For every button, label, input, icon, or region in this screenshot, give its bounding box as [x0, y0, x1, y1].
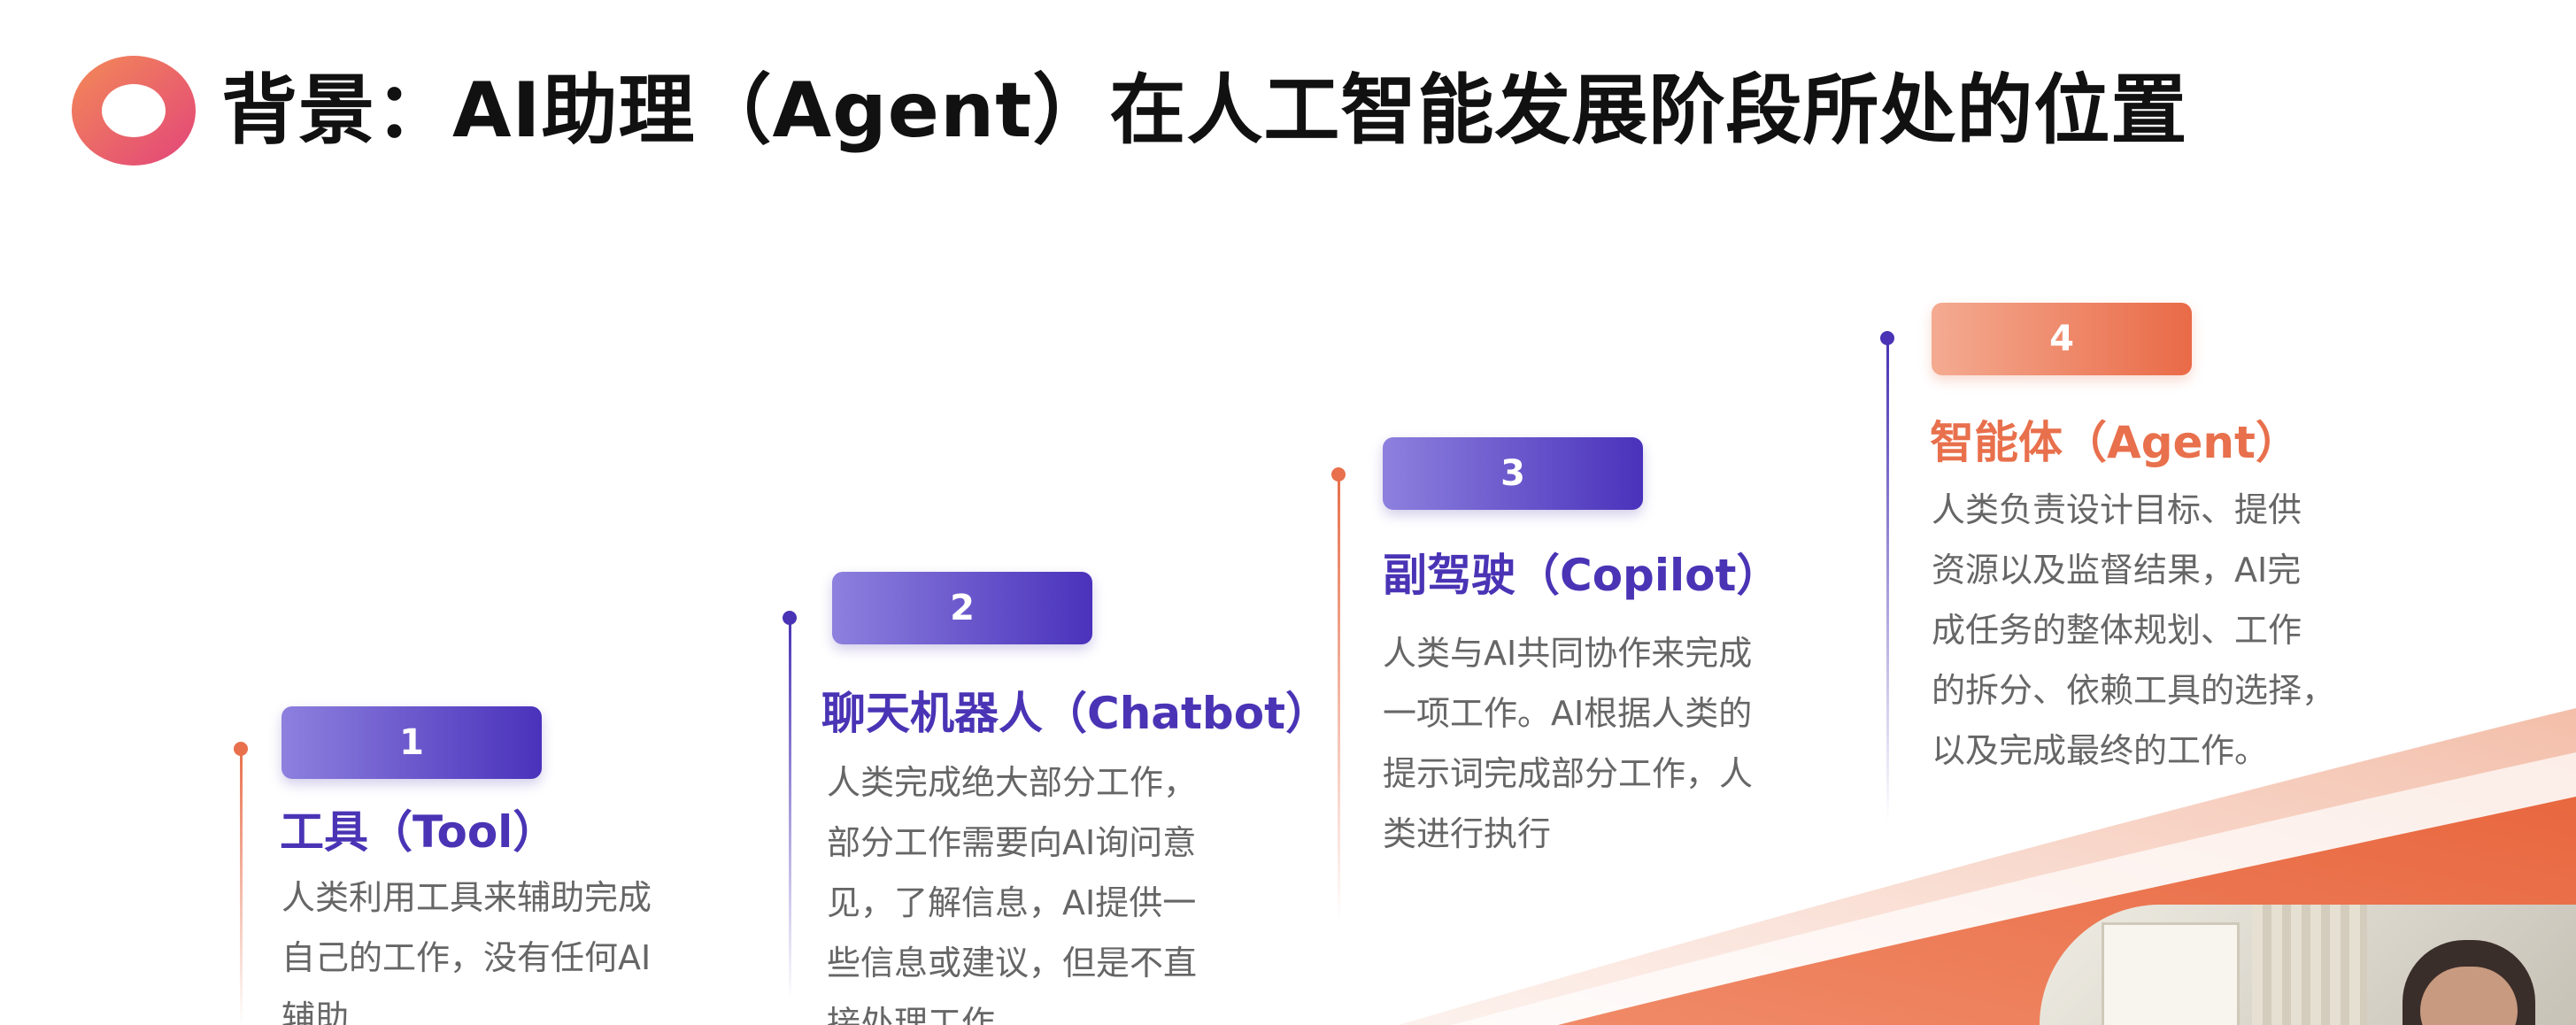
timeline-line-3 — [1338, 480, 1340, 922]
stage-1-description-line: 自己的工作，没有任何AI — [282, 938, 652, 977]
presenter-face — [2420, 967, 2518, 1025]
webcam-background-curtain — [2252, 905, 2367, 1025]
stage-1-number-badge: 1 — [282, 706, 542, 779]
stage-4-description-line: 以及完成最终的工作。 — [1932, 731, 2269, 770]
stage-1-description-line: 辅助 — [282, 998, 350, 1025]
stage-2-number-badge: 2 — [832, 572, 1092, 644]
stage-4-description-line: 成任务的整体规划、工作 — [1932, 611, 2302, 650]
stage-3-description-line: 人类与AI共同协作来完成 — [1383, 634, 1753, 673]
stage-2-description-line: 人类完成绝大部分工作， — [827, 763, 1198, 802]
timeline-dot-1 — [234, 742, 248, 756]
timeline-dot-4 — [1880, 331, 1894, 345]
stage-1-heading: 工具（Tool） — [280, 806, 558, 858]
stage-2-description-line: 部分工作需要向AI询问意 — [827, 823, 1197, 862]
stage-2-description-line: 接处理工作。 — [827, 1004, 1030, 1025]
stage-3-description: 人类与AI共同协作来完成 一项工作。AI根据人类的 提示词完成部分工作，人 类进… — [1383, 623, 1753, 864]
stage-4-description-line: 的拆分、依赖工具的选择， — [1932, 671, 2336, 710]
timeline-dot-2 — [783, 611, 797, 625]
timeline-line-1 — [240, 749, 243, 1025]
stage-2-description-line: 见，了解信息，AI提供一 — [827, 883, 1197, 922]
stage-3-number-badge: 3 — [1383, 437, 1643, 510]
timeline-dot-3 — [1331, 467, 1346, 482]
stage-3-heading: 副驾驶（Copilot） — [1383, 550, 1781, 601]
page-title: 背景：AI助理（Agent）在人工智能发展阶段所处的位置 — [221, 66, 2188, 155]
stage-2-description-line: 些信息或建议，但是不直 — [827, 944, 1198, 983]
stage-3-description-line: 提示词完成部分工作，人 — [1383, 754, 1754, 793]
stage-4-description: 人类负责设计目标、提供 资源以及监督结果，AI完 成任务的整体规划、工作 的拆分… — [1932, 480, 2335, 781]
stage-3-description-line: 一项工作。AI根据人类的 — [1383, 694, 1753, 733]
logo-ring-icon — [72, 56, 196, 166]
stage-1-description-line: 人类利用工具来辅助完成 — [282, 878, 652, 917]
timeline-line-2 — [789, 620, 791, 1000]
stage-4-number-badge: 4 — [1932, 303, 2192, 375]
stage-4-description-line: 资源以及监督结果，AI完 — [1932, 551, 2302, 590]
webcam-background-cabinet — [2102, 922, 2240, 1025]
stage-4-description-line: 人类负责设计目标、提供 — [1932, 490, 2302, 529]
stage-1-description: 人类利用工具来辅助完成 自己的工作，没有任何AI 辅助 — [282, 867, 652, 1025]
stage-2-description: 人类完成绝大部分工作， 部分工作需要向AI询问意 见，了解信息，AI提供一 些信… — [827, 752, 1197, 1025]
timeline-line-4 — [1886, 343, 1889, 821]
presenter-webcam-video — [2040, 905, 2576, 1025]
stage-3-description-line: 类进行执行 — [1383, 814, 1552, 853]
stage-2-heading: 聊天机器人（Chatbot） — [821, 688, 1330, 739]
stage-4-heading: 智能体（Agent） — [1930, 417, 2300, 468]
